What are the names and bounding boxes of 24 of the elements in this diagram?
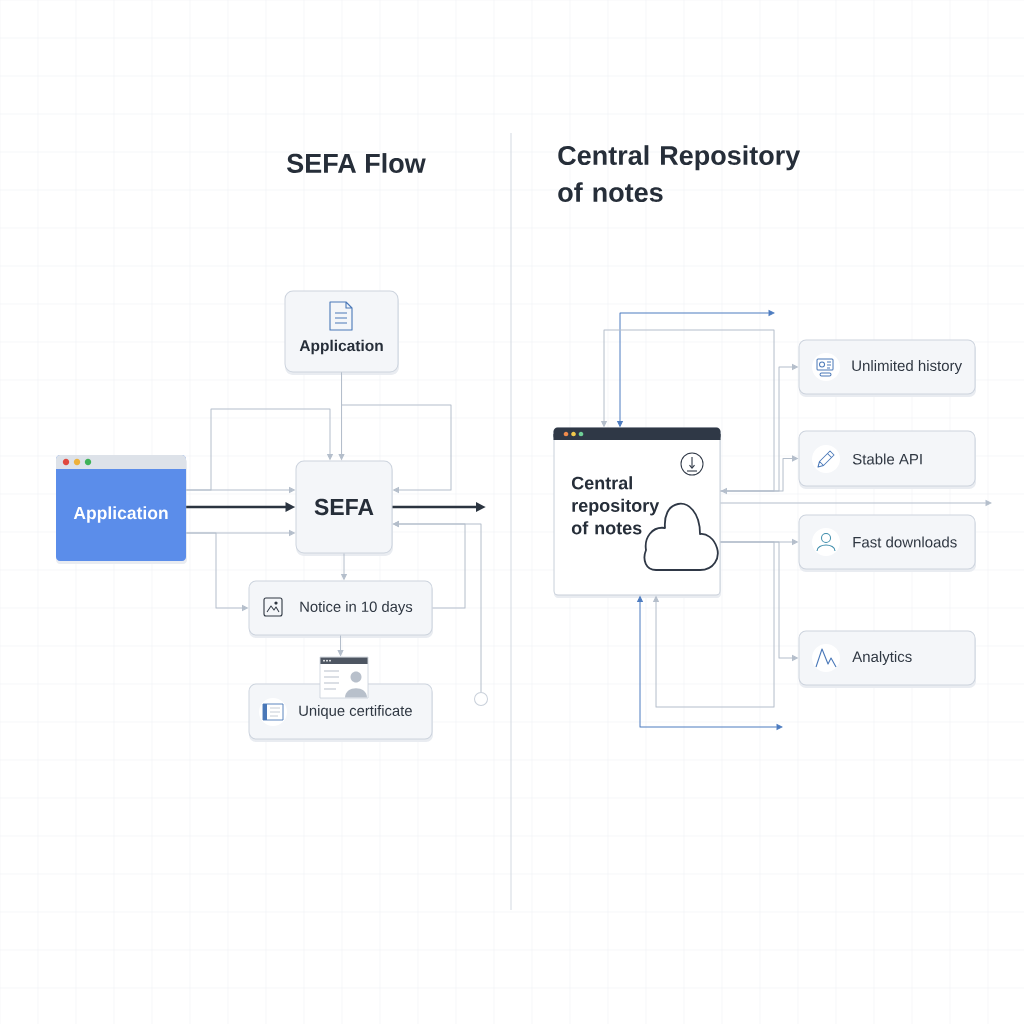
process-box: Unlimited history [798,339,976,397]
arrow [341,553,347,580]
arrow [653,541,775,708]
heading: Central Repository of notes [558,145,801,203]
arrow [637,596,783,730]
process-box: Stable API [798,430,976,489]
browser-window: Application [56,455,187,564]
process-box: Fast downloads [798,514,976,572]
arrow [617,310,775,427]
arrow [720,500,992,506]
process-box: SEFA [295,460,393,556]
process-box: Notice in 10 days [248,580,433,638]
process-box: Analytics [798,630,976,688]
id-card-picture [319,656,369,699]
arrow [341,372,452,493]
arrow [393,521,482,693]
arrow [601,329,775,494]
node-title: Central repository of notes [571,476,660,535]
heading: SEFA Flow [287,153,426,173]
arrow [185,532,248,611]
process-box: Application [284,290,399,375]
arrow [720,455,798,492]
arrow [185,408,333,491]
arrow [337,635,344,656]
